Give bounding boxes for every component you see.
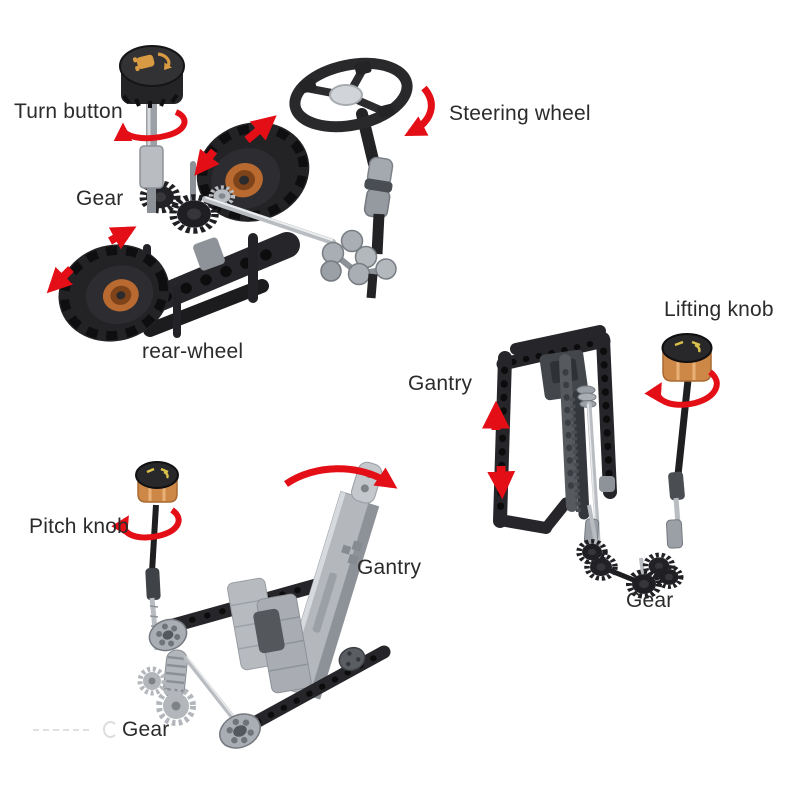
dark-disc: [338, 646, 366, 672]
lifting-knob: [661, 333, 713, 549]
pitch-knob-label: Pitch knob: [29, 515, 130, 538]
steering-axle: [202, 196, 336, 245]
faint-watermark: [33, 729, 89, 731]
gantry-label-lifting: Gantry: [408, 372, 473, 395]
disc-connector: [219, 713, 261, 749]
pitch-assembly: [111, 461, 398, 749]
lifting-assembly: [482, 325, 720, 599]
rear-wheel-left: [58, 244, 170, 342]
turn-button-label: Turn button: [14, 100, 123, 123]
pitch-rotate-arrow: [111, 507, 182, 541]
motion-arrow: [244, 115, 277, 144]
gear-label-pitch: Gear: [122, 718, 170, 741]
gear-label-lifting: Gear: [626, 589, 674, 612]
rotate-arrow: [113, 109, 188, 142]
gantry-frame: [493, 325, 617, 559]
turn-button-knob: [119, 45, 185, 213]
bevel-gear-icon: [654, 565, 684, 589]
down-arrow: [487, 465, 516, 500]
motion-arrow: [194, 148, 220, 176]
rear-wheel-label: rear-wheel: [142, 340, 244, 363]
pivot-blocks: [227, 577, 312, 694]
universal-joint: [363, 156, 394, 219]
motion-arrow: [108, 226, 137, 250]
lift-gear-train: [576, 504, 684, 599]
spur-gear-icon: [156, 686, 196, 726]
steering-wheel-label: Steering wheel: [449, 102, 591, 125]
lifting-knob-icon: [674, 340, 701, 353]
chassis-block: [193, 237, 225, 271]
disc-connector: [148, 618, 188, 652]
base-linkage: [183, 645, 391, 749]
turn-button-icon: [132, 52, 172, 72]
pitch-gear-train: [137, 618, 196, 726]
rack-gear: [570, 390, 590, 520]
frame-corner: [599, 476, 615, 492]
pitch-arc-arrow: [284, 465, 398, 489]
lifting-rotate-arrow: [644, 369, 720, 408]
gear-label-steering: Gear: [76, 187, 124, 210]
pitch-knob-icon: [146, 467, 169, 479]
steering-wheel: [289, 57, 413, 299]
gantry-label-pitch: Gantry: [357, 556, 422, 579]
steering-assembly: [46, 45, 435, 342]
steering-rotate-arrow: [404, 85, 435, 137]
ball-joints: [320, 229, 397, 299]
bevel-gear-icon: [169, 194, 219, 234]
faint-watermark-mark: [103, 721, 118, 738]
bevel-gear-icon: [584, 553, 618, 581]
lifting-knob-label: Lifting knob: [664, 298, 774, 321]
spur-gear-icon: [137, 666, 167, 696]
motion-arrow: [46, 266, 74, 294]
